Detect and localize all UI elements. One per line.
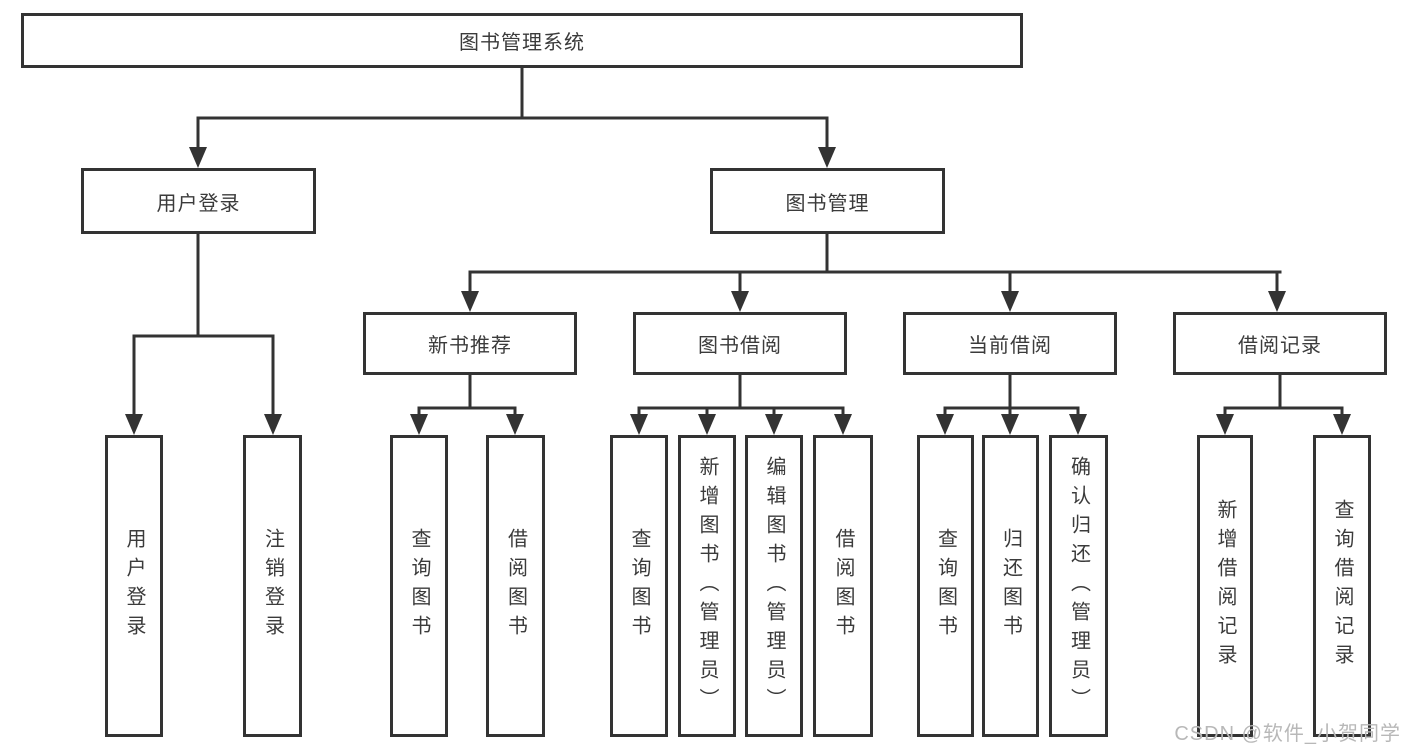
leaf-logout-label: 注销登录: [261, 528, 284, 644]
leaf-add-borrow-record-label: 新增借阅记录: [1214, 499, 1236, 673]
leaf-user-login: 用户登录: [105, 435, 163, 737]
leaf-borrow-books-label: 借阅图书: [832, 528, 854, 644]
leaf-user-login-label: 用户登录: [123, 528, 145, 644]
leaf-confirm-return-admin: 确认归还（管理员）: [1049, 435, 1108, 737]
leaf-borrow-books-recommend: 借阅图书: [486, 435, 545, 737]
node-book-borrow: 图书借阅: [633, 312, 847, 375]
node-book-management-label: 图书管理: [785, 192, 870, 215]
leaf-edit-books-admin-label: 编辑图书（管理员）: [763, 455, 785, 717]
node-new-book-recommend-label: 新书推荐: [428, 335, 512, 357]
leaf-logout: 注销登录: [243, 435, 302, 737]
leaf-add-books-admin: 新增图书（管理员）: [678, 435, 736, 737]
node-new-book-recommend: 新书推荐: [363, 312, 577, 375]
node-book-borrow-label: 图书借阅: [698, 335, 782, 357]
node-current-borrow-label: 当前借阅: [968, 335, 1052, 357]
leaf-add-borrow-record: 新增借阅记录: [1197, 435, 1253, 737]
leaf-return-books: 归还图书: [982, 435, 1039, 737]
leaf-confirm-return-admin-label: 确认归还（管理员）: [1067, 455, 1090, 717]
node-root: 图书管理系统: [21, 13, 1023, 68]
node-borrow-records-label: 借阅记录: [1238, 335, 1322, 357]
csdn-watermark: CSDN @软件_小贺同学: [1174, 723, 1401, 745]
leaf-borrow-books: 借阅图书: [813, 435, 873, 737]
node-user-login: 用户登录: [81, 168, 316, 234]
node-borrow-records: 借阅记录: [1173, 312, 1387, 375]
leaf-add-books-admin-label: 新增图书（管理员）: [696, 455, 718, 717]
node-root-label: 图书管理系统: [459, 32, 585, 54]
leaf-query-books-borrow-label: 查询图书: [628, 528, 650, 644]
node-user-login-label: 用户登录: [156, 192, 241, 215]
node-book-management: 图书管理: [710, 168, 945, 234]
leaf-query-books-borrow: 查询图书: [610, 435, 668, 737]
leaf-query-books-current-label: 查询图书: [934, 528, 957, 644]
leaf-borrow-books-recommend-label: 借阅图书: [504, 528, 527, 644]
leaf-return-books-label: 归还图书: [999, 528, 1022, 644]
leaf-query-books-recommend: 查询图书: [390, 435, 448, 737]
leaf-query-books-recommend-label: 查询图书: [408, 528, 430, 644]
node-current-borrow: 当前借阅: [903, 312, 1117, 375]
leaf-query-borrow-record-label: 查询借阅记录: [1331, 499, 1353, 673]
leaf-query-borrow-record: 查询借阅记录: [1313, 435, 1371, 737]
leaf-edit-books-admin: 编辑图书（管理员）: [745, 435, 803, 737]
leaf-query-books-current: 查询图书: [917, 435, 974, 737]
